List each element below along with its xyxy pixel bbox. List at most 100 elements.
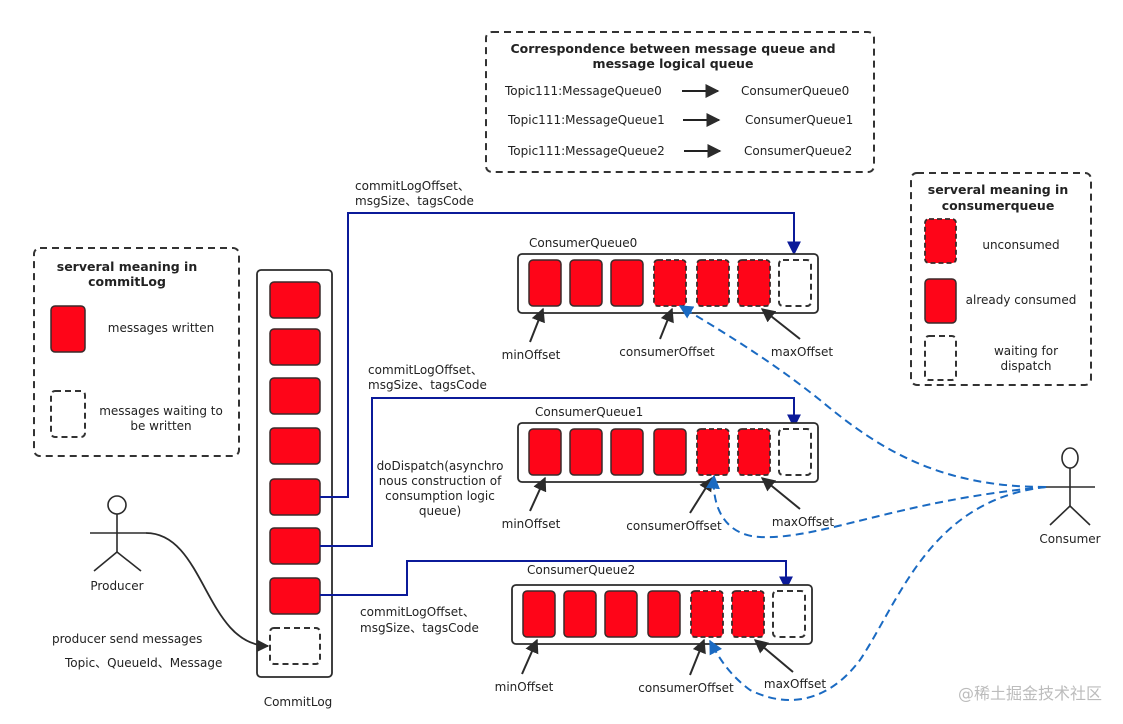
consumerqueue-legend-title-1: serveral meaning in [928, 182, 1068, 197]
queue-cell-pending [778, 259, 812, 307]
queue-cell-consumed [604, 590, 638, 638]
commitlog-label: CommitLog [264, 695, 333, 709]
consumer-offset-label: consumerOffset [619, 345, 715, 359]
queue-cell-consumed [610, 259, 644, 307]
commitlog: CommitLog [256, 269, 333, 709]
queue-cell-consumed [653, 428, 687, 476]
commitlog-legend: serveral meaning in commitLog messages w… [33, 247, 240, 457]
commitlog-legend-title-2: commitLog [88, 274, 166, 289]
commitlog-cell [269, 281, 321, 319]
legend-label-dispatch-2: dispatch [1000, 359, 1051, 373]
queue-cell-unconsumed [653, 259, 687, 307]
dispatch-line-queue2 [320, 560, 793, 596]
dispatch-label-2: nous construction of [379, 474, 502, 488]
queue-cell-consumed [563, 590, 597, 638]
dispatch-line-queue1 [320, 397, 801, 547]
dispatch-fields-q2-2: msgSize、tagsCode [360, 621, 479, 635]
mapping-to: ConsumerQueue0 [741, 84, 849, 98]
legend-label-written: messages written [108, 321, 214, 335]
consumer-offset-arrow [689, 638, 706, 676]
consumer-offset-arrow [689, 476, 713, 514]
commitlog-cell [269, 527, 321, 565]
dispatch-label-3: consumption logic [385, 489, 495, 503]
queue-cell-consumed [522, 590, 556, 638]
mapping-from: Topic111:MessageQueue2 [507, 144, 665, 158]
dispatch-fields-q0-2: msgSize、tagsCode [355, 194, 474, 208]
queue-cell-consumed [647, 590, 681, 638]
consumer-pull-queue0 [678, 305, 1047, 488]
legend-label-unconsumed: unconsumed [982, 238, 1059, 252]
queue-cell-unconsumed [731, 590, 765, 638]
queue-cell-consumed [569, 428, 603, 476]
producer-send-fields: Topic、QueueId、Message [64, 656, 222, 670]
commitlog-cell [269, 478, 321, 516]
consumerqueue-legend-title-2: consumerqueue [942, 198, 1055, 213]
commitlog-cell [269, 577, 321, 615]
consumer-queue-name: ConsumerQueue1 [535, 405, 643, 419]
mapping-legend-frame [485, 31, 875, 173]
dispatch-fields-q2-1: commitLogOffset、 [360, 605, 475, 619]
commitlog-legend-title-1: serveral meaning in [57, 259, 197, 274]
dispatch-lines [320, 212, 801, 596]
commitlog-cell [269, 328, 321, 366]
legend-swatch-written [50, 305, 86, 353]
min-offset-label: minOffset [502, 348, 561, 362]
consumer-pull-lines [678, 305, 1047, 701]
queue-cell-unconsumed [696, 428, 730, 476]
producer-send-arrow [145, 532, 270, 653]
max-offset-arrow [760, 308, 801, 340]
dispatch-fields-q1-2: msgSize、tagsCode [368, 378, 487, 392]
dispatch-label-1: doDispatch(asynchro [377, 459, 504, 473]
consumer-offset-label: consumerOffset [638, 681, 734, 695]
consumer-pull-queue2 [709, 486, 1047, 701]
producer-actor: Producer [90, 495, 146, 593]
min-offset-arrow [529, 307, 545, 343]
mapping-row: Topic111:MessageQueue0 ConsumerQueue0 [504, 84, 849, 98]
producer-label: Producer [90, 579, 143, 593]
legend-label-consumed: already consumed [966, 293, 1077, 307]
commitlog-cell [269, 427, 321, 465]
mapping-legend-title-2: message logical queue [593, 56, 754, 71]
legend-swatch-waiting [50, 390, 86, 438]
dispatch-line-queue0 [320, 212, 801, 498]
mapping-to: ConsumerQueue1 [745, 113, 853, 127]
commitlog-cell [269, 377, 321, 415]
consumer-queue-name: ConsumerQueue2 [527, 563, 635, 577]
queue-cell-consumed [528, 259, 562, 307]
mapping-legend-title-1: Correspondence between message queue and [510, 41, 835, 56]
legend-swatch-consumed [924, 278, 957, 324]
consumer-stickman-icon [1046, 447, 1095, 526]
queue-cell-consumed [610, 428, 644, 476]
queue-cell-unconsumed [737, 259, 771, 307]
consumerqueue-legend: serveral meaning in consumerqueue uncons… [910, 172, 1092, 386]
producer-send-label: producer send messages [52, 632, 202, 646]
legend-swatch-dispatch [924, 335, 957, 381]
min-offset-label: minOffset [495, 680, 554, 694]
consumer-offset-arrow [659, 307, 674, 340]
mapping-from: Topic111:MessageQueue1 [507, 113, 665, 127]
watermark: @稀土掘金技术社区 [958, 684, 1102, 703]
mapping-from: Topic111:MessageQueue0 [504, 84, 662, 98]
mapping-row: Topic111:MessageQueue2 ConsumerQueue2 [507, 144, 852, 158]
min-offset-arrow [529, 476, 547, 512]
queue-cell-pending [778, 428, 812, 476]
mapping-row: Topic111:MessageQueue1 ConsumerQueue1 [507, 113, 853, 127]
max-offset-arrow [753, 639, 794, 673]
mapping-legend: Correspondence between message queue and… [485, 31, 875, 173]
consumer-pull-queue1 [705, 474, 1047, 539]
min-offset-label: minOffset [502, 517, 561, 531]
max-offset-arrow [760, 477, 801, 510]
legend-swatch-unconsumed [924, 218, 957, 264]
dispatch-fields-q0-1: commitLogOffset、 [355, 179, 470, 193]
legend-label-waiting-2: be written [130, 419, 191, 433]
consumer-offset-label: consumerOffset [626, 519, 722, 533]
dispatch-label-4: queue) [419, 504, 461, 518]
queue-cell-unconsumed [737, 428, 771, 476]
legend-label-waiting-1: messages waiting to [99, 404, 223, 418]
consumer-label: Consumer [1039, 532, 1100, 546]
